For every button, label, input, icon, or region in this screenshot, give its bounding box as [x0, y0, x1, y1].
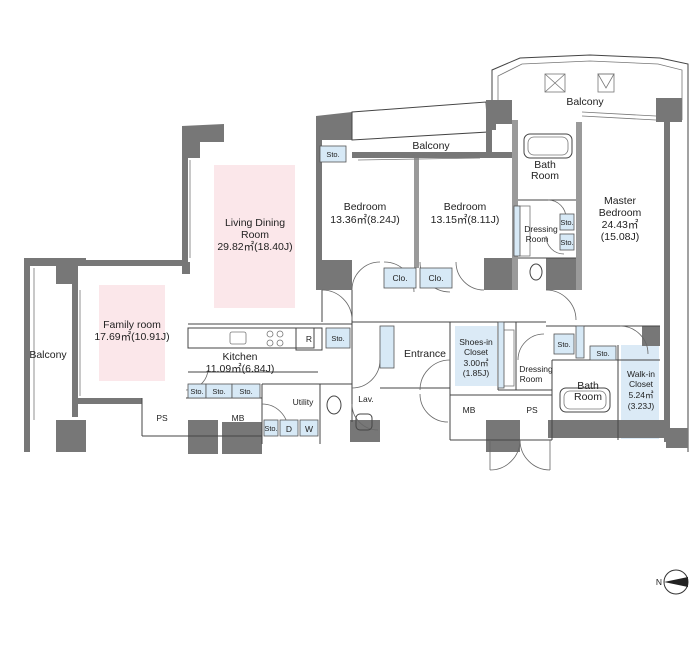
bath2-name-2: Room	[574, 391, 602, 403]
bath1-name-1: Bath	[534, 159, 556, 171]
master-name-1: Master	[604, 195, 637, 207]
sto-utility-label: Sto.	[264, 424, 277, 433]
utility-label: Utility	[293, 397, 315, 407]
outer-walls	[24, 54, 689, 454]
balcony-mid-label: Balcony	[412, 140, 450, 152]
sto-k2-label: Sto.	[212, 387, 225, 396]
compass-north-label: N	[656, 577, 662, 587]
ps-left-label: PS	[156, 413, 168, 423]
master-area-2: (15.08J)	[601, 231, 640, 243]
living-highlight	[214, 165, 295, 308]
sto-k1-label: Sto.	[190, 387, 203, 396]
living-name-2: Room	[241, 229, 269, 241]
sto-master2-label: Sto.	[560, 238, 573, 247]
shoes-area-1: 3.00㎡	[463, 358, 489, 368]
kitchen-area: 11.09㎡(6.84J)	[206, 363, 275, 375]
washer-label: W	[305, 424, 313, 434]
sto-bedroom-label: Sto.	[326, 150, 339, 159]
bedroom1-name: Bedroom	[344, 201, 387, 213]
walkin-name-1: Walk-in	[627, 369, 655, 379]
family-name: Family room	[103, 319, 161, 331]
walkin-area-2: (3.23J)	[628, 401, 655, 411]
master-area-1: 24.43㎡	[602, 219, 639, 231]
kitchen-name: Kitchen	[222, 351, 257, 363]
bath1-name-2: Room	[531, 170, 559, 182]
sto-kitchen-label: Sto.	[331, 334, 344, 343]
bath2-name-1: Bath	[577, 380, 599, 392]
fridge-label: R	[306, 334, 312, 344]
dryer-label: D	[286, 424, 292, 434]
master-name-2: Bedroom	[599, 207, 642, 219]
sto-bath2-label: Sto.	[596, 349, 609, 358]
mb-left-label: MB	[232, 413, 245, 423]
dressing1-name-1: Dressing	[524, 224, 558, 234]
sto-bath1-label: Sto.	[557, 340, 570, 349]
shoes-area-2: (1.85J)	[463, 368, 490, 378]
bedroom2-name: Bedroom	[444, 201, 487, 213]
living-area: 29.82㎡(18.40J)	[217, 241, 292, 253]
family-highlight	[99, 285, 165, 381]
bedroom1-area: 13.36㎡(8.24J)	[330, 214, 399, 226]
ps-right-label: PS	[526, 405, 538, 415]
entrance-label: Entrance	[404, 348, 446, 360]
living-name-1: Living Dining	[225, 217, 285, 229]
walkin-area-1: 5.24㎡	[628, 390, 654, 400]
shoes-name-2: Closet	[464, 347, 489, 357]
balcony-top-label: Balcony	[566, 96, 604, 108]
dressing1-name-2: Room	[526, 234, 549, 244]
dressing2-name-1: Dressing	[519, 364, 553, 374]
shoes-name-1: Shoes-in	[459, 337, 493, 347]
mb-right-label: MB	[463, 405, 476, 415]
dressing2-name-2: Room	[520, 374, 543, 384]
storage-boxes	[187, 145, 617, 437]
family-area: 17.69㎡(10.91J)	[94, 331, 169, 343]
north-compass: N	[656, 569, 689, 595]
shoes-closet-fill	[455, 326, 497, 386]
closet1-label: Clo.	[392, 273, 407, 283]
walkin-name-2: Closet	[629, 379, 654, 389]
bedroom2-area: 13.15㎡(8.11J)	[431, 214, 500, 226]
sto-k3-label: Sto.	[239, 387, 252, 396]
closet2-label: Clo.	[428, 273, 443, 283]
balcony-left-label: Balcony	[29, 349, 67, 361]
lav-label: Lav.	[358, 394, 373, 404]
sto-master1-label: Sto.	[560, 218, 573, 227]
